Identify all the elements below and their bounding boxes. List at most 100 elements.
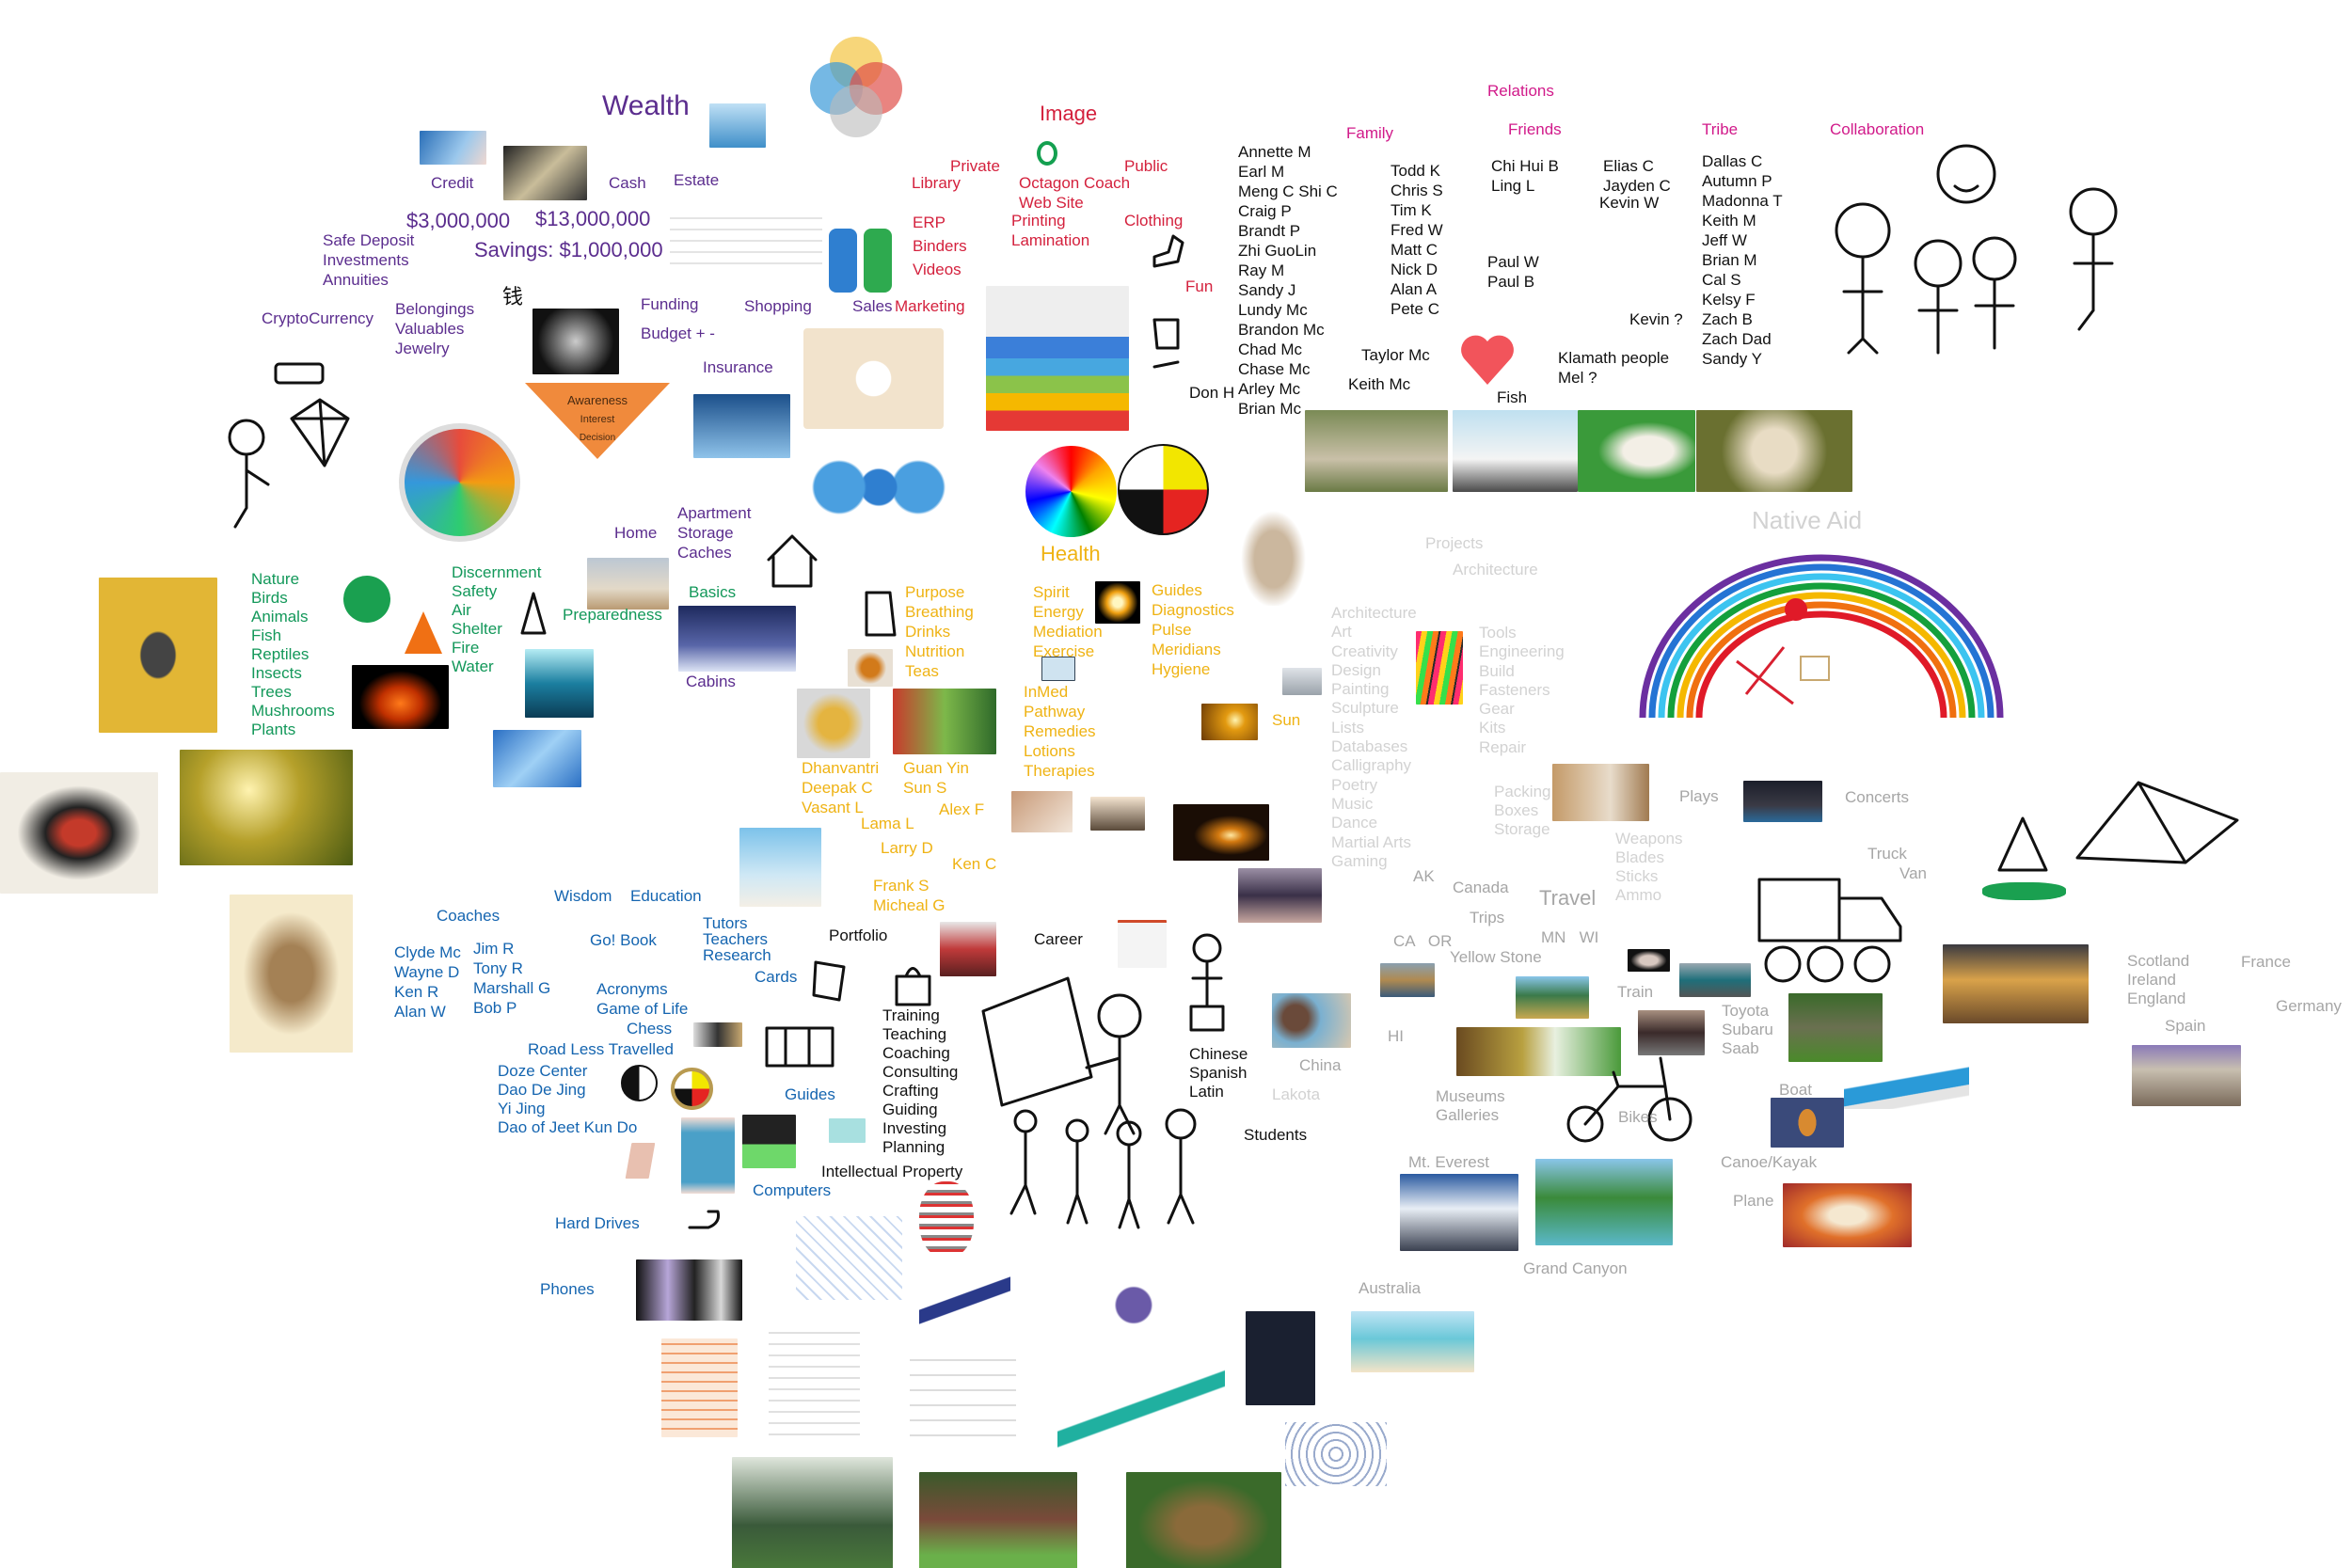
collaboration-figures-drawing[interactable] <box>1825 141 2136 357</box>
tribe-name[interactable]: Zach Dad <box>1702 330 1772 348</box>
mt-everest-photo[interactable] <box>1400 1174 1518 1251</box>
lake-sunset-photo[interactable] <box>1238 868 1322 923</box>
husky-portrait-photo[interactable] <box>1453 410 1578 492</box>
project-item[interactable]: Repair <box>1479 737 1527 756</box>
nature-item[interactable]: Insects <box>251 664 302 682</box>
wealth-item[interactable]: Valuables <box>395 320 465 338</box>
family-name[interactable]: Ray M <box>1238 261 1285 279</box>
place[interactable]: MN WI <box>1541 928 1599 946</box>
nature-item[interactable]: Trees <box>251 683 292 701</box>
image-item[interactable]: Printing <box>1011 212 1066 230</box>
project-item[interactable]: Fasteners <box>1479 680 1550 699</box>
husky-photo[interactable] <box>1305 410 1448 492</box>
career-skill[interactable]: Coaching <box>882 1044 950 1062</box>
credit-card-photo[interactable] <box>420 131 486 165</box>
nature-item[interactable]: Plants <box>251 721 296 738</box>
health-name[interactable]: Micheal G <box>873 896 946 914</box>
tribe-name[interactable]: Dallas C <box>1702 152 1763 170</box>
project-item[interactable]: Tools <box>1479 624 1517 641</box>
career-skill[interactable]: Consulting <box>882 1063 959 1081</box>
tribe-name[interactable]: Madonna T <box>1702 192 1783 210</box>
family-name[interactable]: Annette M <box>1238 143 1311 161</box>
nature-item[interactable]: Fish <box>251 626 282 644</box>
career-item[interactable]: Students <box>1244 1126 1308 1144</box>
shoe-drawing[interactable] <box>1150 233 1187 271</box>
cabin-snow-image[interactable] <box>1282 668 1322 695</box>
nature-item[interactable]: Reptiles <box>251 645 310 663</box>
project-item[interactable]: Build <box>1479 661 1515 680</box>
language[interactable]: China <box>1299 1056 1342 1074</box>
project-item[interactable]: Databases <box>1331 737 1408 756</box>
health-item[interactable]: Pathway <box>1024 703 1086 721</box>
backpack-drawing[interactable] <box>862 588 899 640</box>
project-item[interactable]: Ammo <box>1615 886 1662 904</box>
teal-car-photo[interactable] <box>1679 963 1751 997</box>
macbook-photo[interactable] <box>625 1143 656 1179</box>
friend-name[interactable]: Elias C <box>1603 157 1654 175</box>
language[interactable]: Chinese <box>1189 1045 1248 1063</box>
sunny-tree-photo[interactable] <box>180 750 353 865</box>
project-heading[interactable]: Projects <box>1425 534 1484 552</box>
health-item[interactable]: Sun <box>1272 711 1301 729</box>
wealth-item[interactable]: Sales <box>852 297 893 315</box>
coaching-sketch-image[interactable] <box>796 1216 902 1300</box>
health-name[interactable]: Vasant L <box>802 799 864 816</box>
place[interactable]: Canada <box>1453 879 1509 896</box>
wisdom-item[interactable]: Yi Jing <box>498 1100 546 1117</box>
wisdom-item[interactable]: Phones <box>540 1280 595 1298</box>
vehicle[interactable]: Truck <box>1867 845 1907 863</box>
underwater-photo[interactable] <box>525 649 594 718</box>
speedboat-photo[interactable] <box>1844 1060 1969 1109</box>
house-drawing[interactable] <box>764 531 820 588</box>
tribe-name[interactable]: Sandy Y <box>1702 350 1762 368</box>
place[interactable]: Galleries <box>1436 1106 1500 1124</box>
project-item[interactable]: Boxes <box>1494 801 1539 819</box>
teacher-board-drawing[interactable] <box>978 974 1157 1135</box>
tribe-name[interactable]: Zach B <box>1702 310 1753 328</box>
family-name[interactable]: Zhi GuoLin <box>1238 242 1317 260</box>
health-item[interactable]: Meridians <box>1152 641 1221 658</box>
tribe-name[interactable]: Cal S <box>1702 271 1741 289</box>
results-inc-book[interactable] <box>1246 1311 1315 1405</box>
project-item[interactable]: Dance <box>1331 814 1378 832</box>
family-name[interactable]: Sandy J <box>1238 281 1296 299</box>
wisdom-heading[interactable]: Education <box>630 887 702 905</box>
friend-name[interactable]: Ling L <box>1491 177 1535 195</box>
ipad-photo[interactable] <box>681 1117 735 1194</box>
bag-drawing[interactable] <box>892 958 934 1009</box>
tribe-name[interactable]: Klamath people <box>1558 349 1670 367</box>
ferret-photo[interactable] <box>1578 410 1695 492</box>
tribe-name[interactable]: Keith M <box>1702 212 1756 230</box>
compass-photo[interactable] <box>1272 993 1351 1048</box>
image-item[interactable]: Videos <box>913 261 961 278</box>
wisdom-item[interactable]: Chess <box>627 1020 673 1037</box>
wealth-item[interactable]: Home <box>614 524 658 542</box>
health-item[interactable]: Energy <box>1033 603 1084 621</box>
laptop-photo[interactable] <box>742 1115 796 1168</box>
place[interactable]: Scotland <box>2127 952 2190 970</box>
project-item[interactable]: Storage <box>1494 820 1550 838</box>
coach-name[interactable]: Clyde Mc <box>394 943 461 961</box>
friend-name[interactable]: Chi Hui B <box>1491 157 1559 175</box>
image-item[interactable]: Library <box>912 174 961 192</box>
wealth-item[interactable]: Apartment <box>677 504 752 522</box>
wisdom-item[interactable]: Game of Life <box>596 1000 689 1018</box>
nature-item[interactable]: Animals <box>251 608 309 626</box>
nature-item[interactable]: Water <box>452 657 494 675</box>
tea-photo[interactable] <box>848 649 893 687</box>
coach-name[interactable]: Marshall G <box>473 979 551 997</box>
project-item[interactable]: Gaming <box>1331 851 1388 870</box>
image-item[interactable]: ERP <box>913 214 946 231</box>
nature-item[interactable]: Mushrooms <box>251 702 335 720</box>
train-window-photo[interactable] <box>1628 949 1670 972</box>
family-name[interactable]: Fred W <box>1391 221 1443 239</box>
tribe-name[interactable]: Kelsy F <box>1702 291 1756 309</box>
bicycle-drawing[interactable] <box>1562 1053 1693 1148</box>
coach-name[interactable]: Wayne D <box>394 963 460 981</box>
health-name[interactable]: Lama L <box>861 815 914 832</box>
health-name[interactable]: Guan Yin <box>903 759 969 777</box>
health-item[interactable]: Therapies <box>1024 762 1095 780</box>
wisdom-item[interactable]: Cards <box>755 968 798 986</box>
family-name[interactable]: Brandon Mc <box>1238 321 1325 339</box>
vehicle[interactable]: Van <box>1899 864 1927 882</box>
